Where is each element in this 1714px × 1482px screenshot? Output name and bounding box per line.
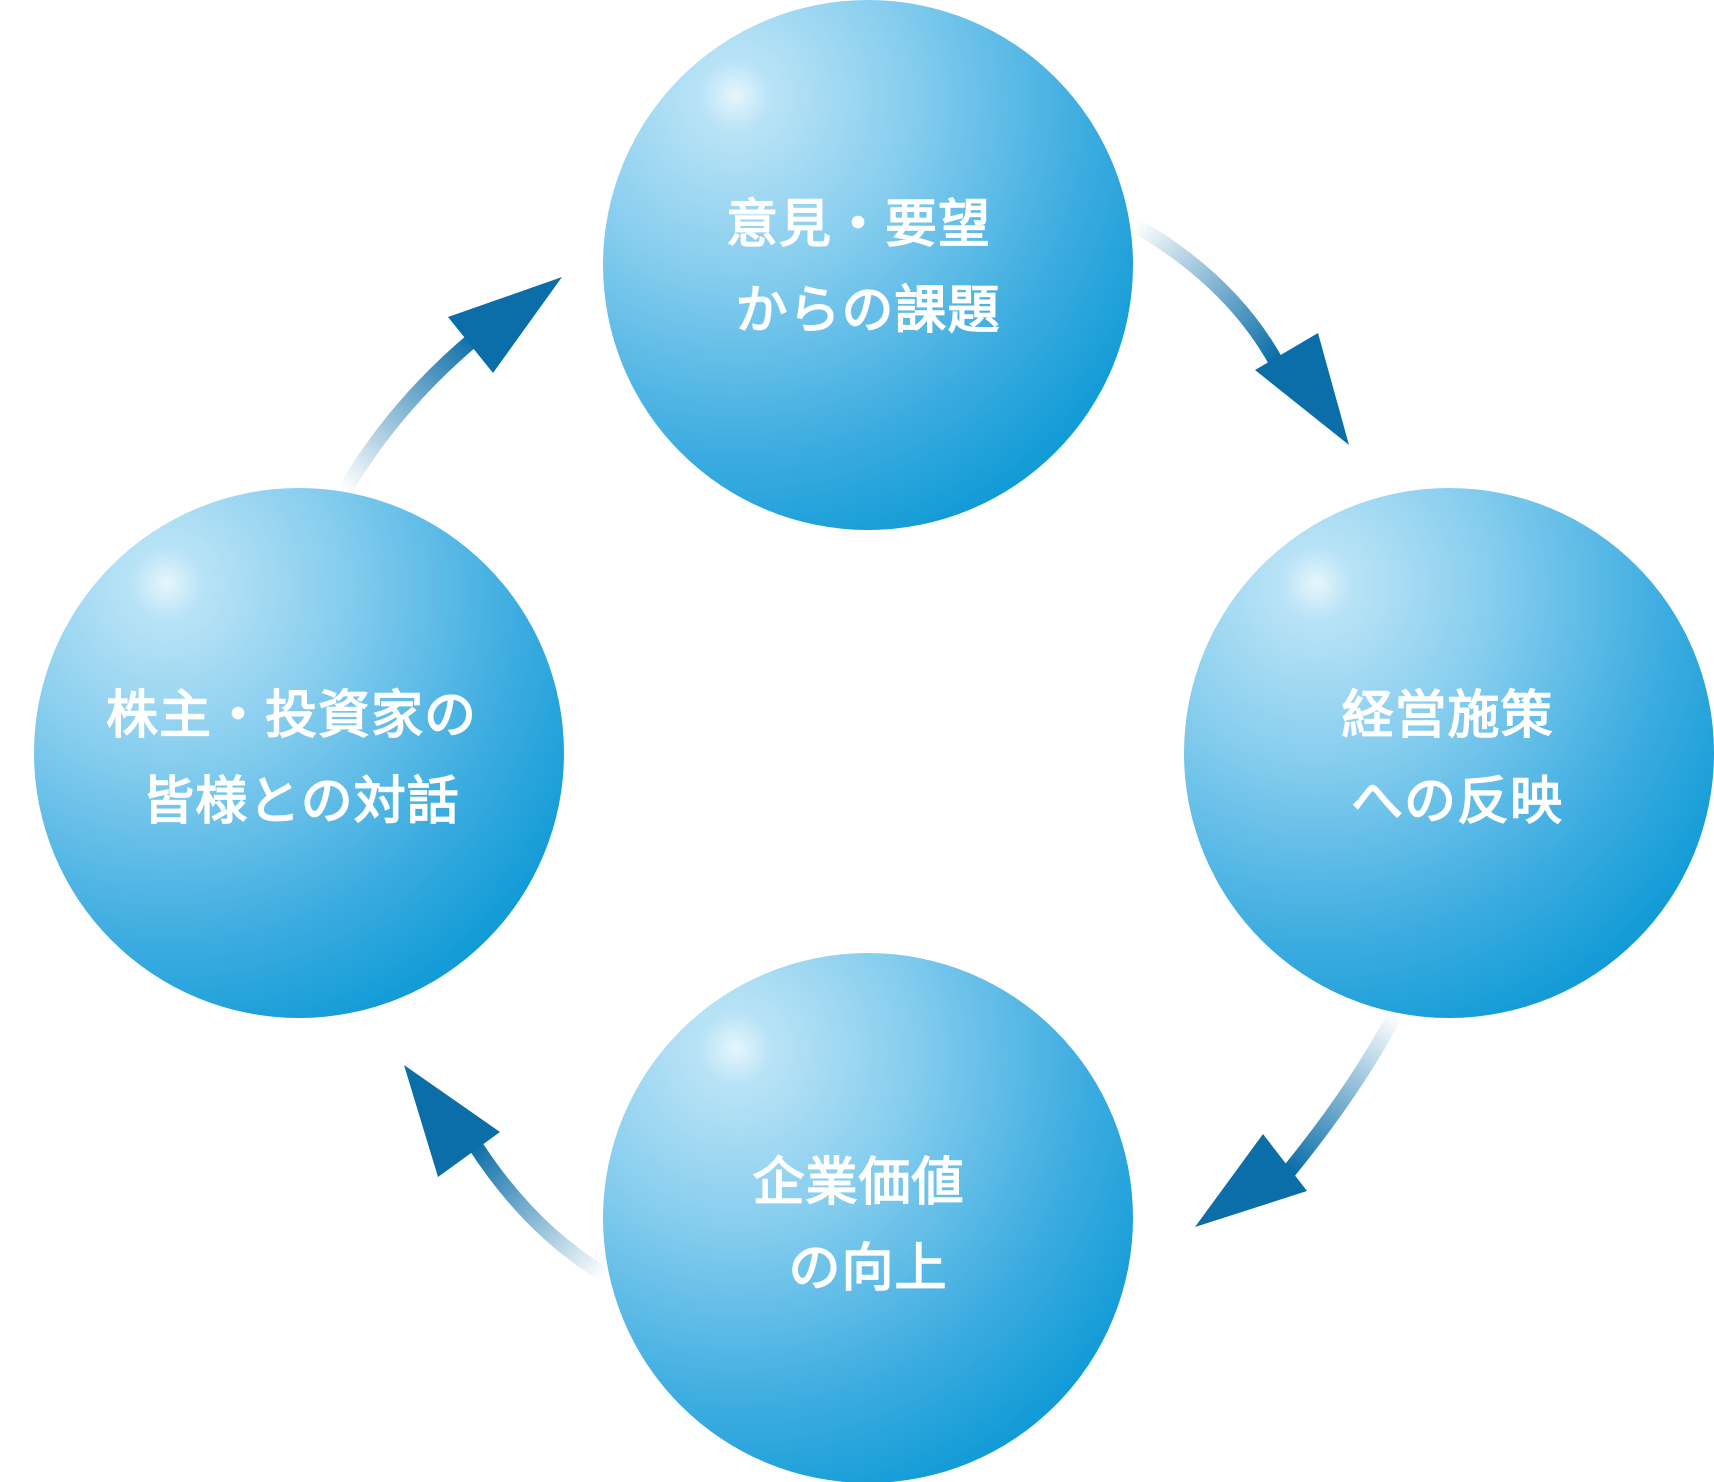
arrow-right-to-bottom — [1195, 1007, 1403, 1227]
svg-text:経営施策 への反映: 経営施策 への反映 — [1341, 686, 1572, 832]
node-issues-line-1: 意見・要望 — [726, 195, 991, 255]
node-issues-from-feedback: 意見・要望 からの課題 — [603, 0, 1133, 530]
node-policy-line-2: への反映 — [1351, 772, 1563, 832]
svg-text:意見・要望 からの課題: 意見・要望 からの課題 — [726, 195, 1010, 341]
node-issues-line-2: からの課題 — [735, 281, 1000, 341]
node-shareholder-dialogue: 株主・投資家の 皆様との対話 — [34, 488, 564, 1018]
node-management-policy: 経営施策 への反映 — [1184, 488, 1714, 1018]
node-dialogue-line-1: 株主・投資家の — [106, 686, 477, 746]
arrow-bottom-to-left — [404, 1065, 613, 1283]
svg-text:企業価値 の向上: 企業価値 の向上 — [752, 1153, 983, 1299]
arrow-left-to-top — [337, 277, 562, 498]
arrow-top-to-right — [1127, 217, 1349, 445]
node-value-line-2: の向上 — [788, 1239, 947, 1299]
node-corporate-value: 企業価値 の向上 — [603, 953, 1133, 1482]
svg-text:株主・投資家の 皆様との対話: 株主・投資家の 皆様との対話 — [106, 686, 496, 832]
node-dialogue-line-2: 皆様との対話 — [142, 772, 459, 832]
node-policy-line-1: 経営施策 — [1341, 686, 1553, 746]
node-value-line-1: 企業価値 — [752, 1153, 964, 1213]
